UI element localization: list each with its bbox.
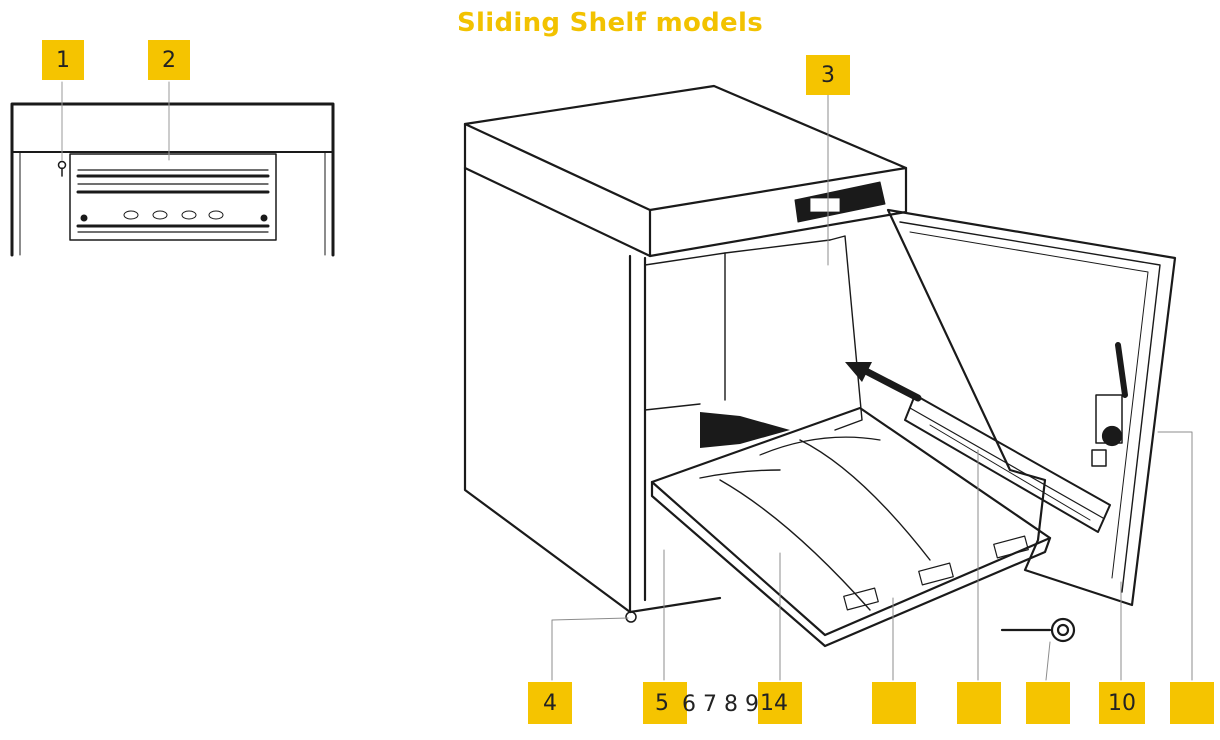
callout-11 [872,682,916,724]
inline-callout-numbers: 6 7 8 9 [682,692,759,717]
callout-3: 3 [806,55,850,95]
callout-4: 4 [528,682,572,724]
callout-10: 10 [1099,682,1145,724]
leader-lines [551,94,1193,681]
direction-arrows [700,362,922,448]
diagram-title: Sliding Shelf models [457,8,763,38]
callout-13 [1026,682,1070,724]
sliding-shelf [650,406,1052,648]
callout-5: 5 [643,682,687,724]
callout-14: 14 [758,682,802,724]
key [1000,617,1076,643]
callout-1: 1 [42,40,84,80]
callout-15 [1170,682,1214,724]
cabinet [463,84,908,623]
door [886,208,1177,607]
callout-2: 2 [148,40,190,80]
detail-top-view [10,81,335,257]
door-rail [904,394,1111,533]
callout-12 [957,682,1001,724]
